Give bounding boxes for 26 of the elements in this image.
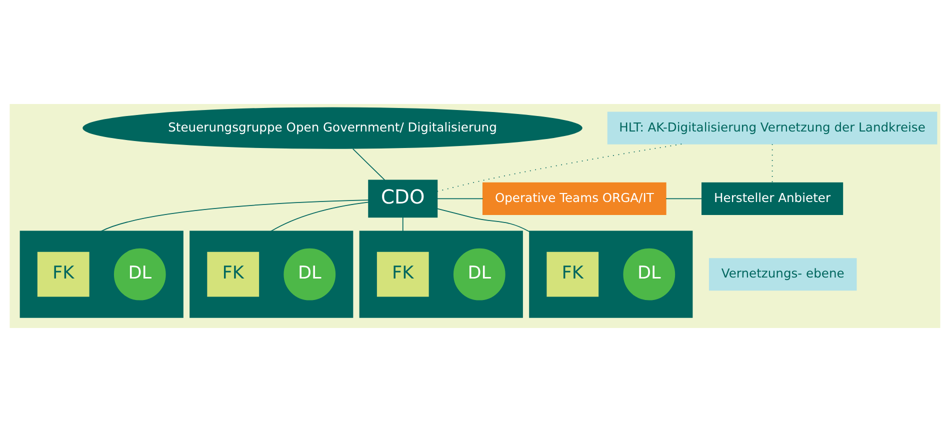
- node-box: Vernetzungs- ebene: [708, 258, 857, 291]
- node-box: FK: [37, 252, 90, 297]
- node-circle: DL: [114, 248, 166, 300]
- cluster: [359, 230, 523, 318]
- node-box: Hersteller Anbieter: [701, 182, 844, 215]
- connector: [436, 198, 484, 200]
- connector: [436, 208, 530, 232]
- cluster: [529, 230, 693, 318]
- node-box: FK: [546, 252, 599, 297]
- node-circle: DL: [623, 248, 676, 300]
- node-box: HLT: AK-Digitalisierung Vernetzung der Landkreise: [607, 112, 938, 144]
- node-box: Operative Teams ORGA/IT: [482, 182, 666, 215]
- node-box: FK: [376, 252, 429, 297]
- connector: [352, 148, 386, 180]
- connector: [100, 200, 369, 232]
- node-circle: DL: [284, 248, 336, 300]
- connector: [270, 202, 369, 232]
- connector: [436, 143, 684, 192]
- node-box: CDO: [368, 180, 438, 218]
- cluster: [190, 230, 354, 318]
- node-box: FK: [207, 252, 260, 297]
- node-circle: DL: [453, 248, 506, 300]
- connector: [402, 217, 404, 232]
- cluster: [20, 230, 184, 318]
- node-ellipse: Steuerungsgruppe Open Government/ Digitalisierung: [82, 107, 582, 149]
- connector: [666, 198, 702, 200]
